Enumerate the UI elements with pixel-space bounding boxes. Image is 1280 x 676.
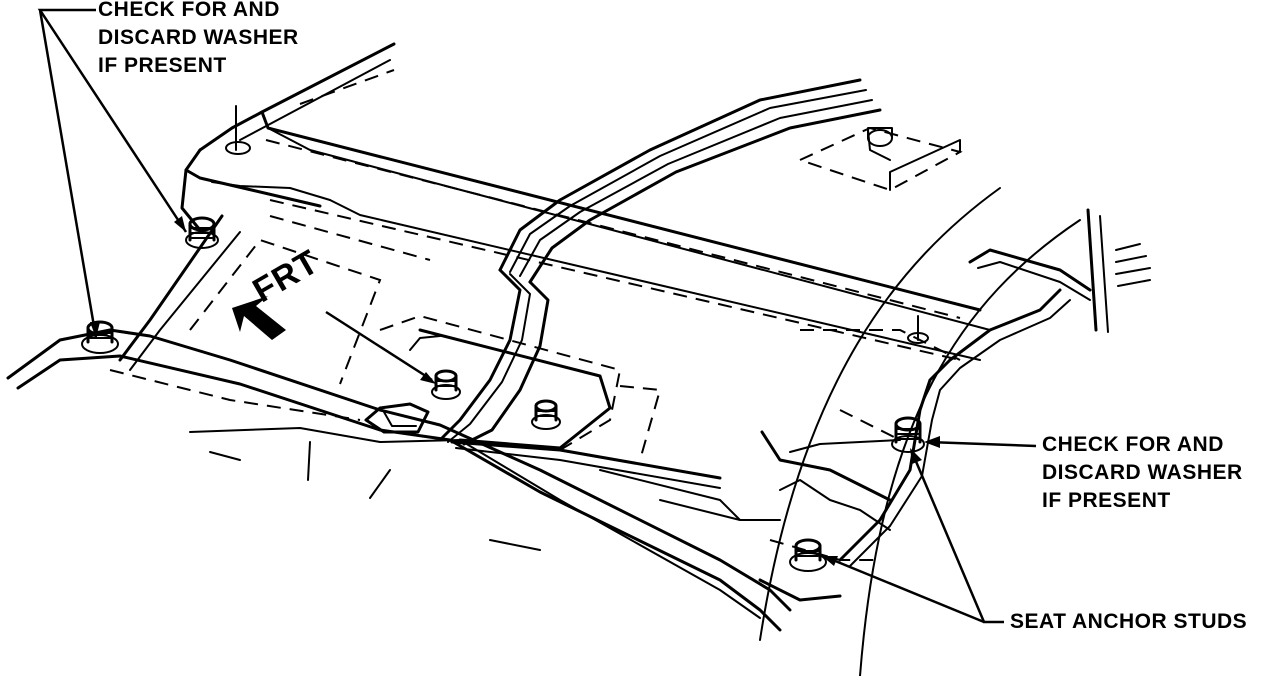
callout-line-1: CHECK FOR AND (98, 0, 280, 21)
right-side-wall (838, 208, 1151, 567)
harness-clip (364, 402, 430, 434)
callout-line-3: IF PRESENT (98, 54, 227, 77)
front-direction-arrow (232, 296, 286, 340)
anchor-stud-right-front (789, 538, 827, 572)
callout-line-2: DISCARD WASHER (98, 26, 299, 49)
anchor-stud-left-rear (185, 216, 219, 249)
left-side-wall (118, 42, 396, 371)
rear-floor-ledge (260, 69, 991, 361)
rear-bracket (797, 126, 963, 192)
callout-line-3: IF PRESENT (1042, 489, 1171, 512)
left-mount-recess (109, 215, 431, 421)
anchor-stud-center-right (531, 399, 561, 430)
right-mount-recess (758, 430, 901, 602)
leader-lines (37, 8, 1037, 624)
washer-callout-top-left: CHECK FOR AND DISCARD WASHER IF PRESENT (98, 0, 299, 80)
anchor-stud-center-left (431, 369, 461, 400)
seat-anchor-studs-callout: SEAT ANCHOR STUDS (1010, 610, 1248, 633)
washer-callout-right: CHECK FOR AND DISCARD WASHER IF PRESENT (1042, 431, 1243, 515)
anchor-stud-left-front (81, 320, 119, 354)
anchor-stud-right-rear (891, 416, 925, 453)
wiring-harness (438, 78, 882, 489)
callout-line-1: CHECK FOR AND (1042, 433, 1224, 456)
callout-line-2: DISCARD WASHER (1042, 461, 1243, 484)
center-mount-recess (379, 314, 781, 521)
